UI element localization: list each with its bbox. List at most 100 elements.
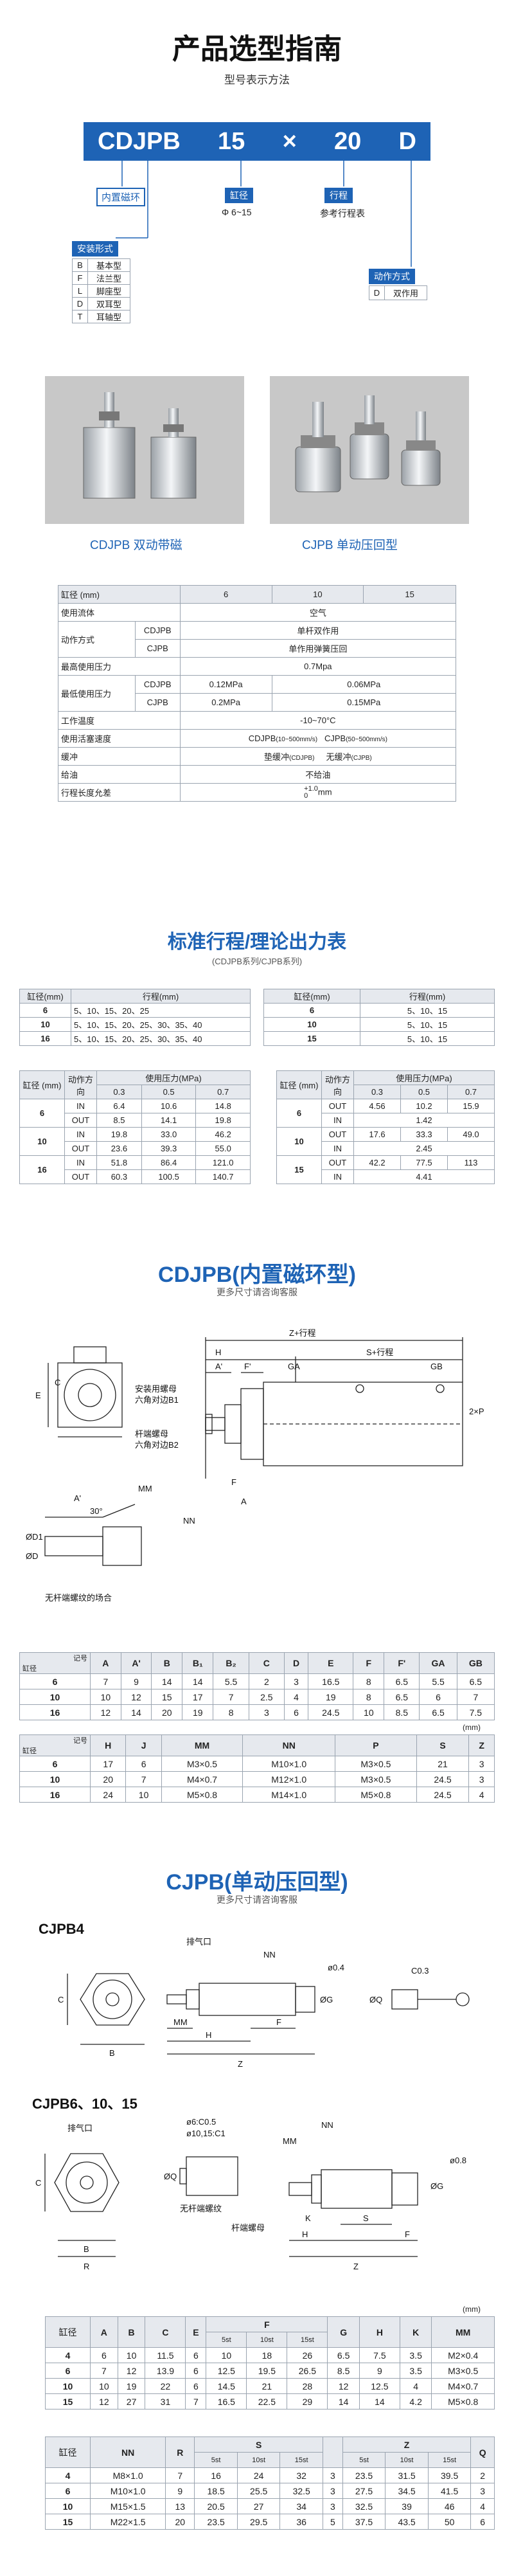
- th: Z: [342, 2436, 472, 2453]
- td: 9: [165, 2483, 195, 2499]
- td: 8: [353, 1689, 385, 1705]
- note-rod-nut: 杆端螺母: [135, 1429, 168, 1439]
- th: 0.3: [96, 1085, 142, 1099]
- th: Q: [470, 2436, 495, 2468]
- td: 6: [19, 1673, 91, 1689]
- th: 15st: [427, 2452, 472, 2468]
- td: 19: [117, 2378, 146, 2394]
- tol-unit: mm: [317, 786, 332, 797]
- cjpb6-z: Z: [353, 2262, 359, 2271]
- td: M22×1.5: [89, 2514, 166, 2530]
- td: 10: [19, 1771, 91, 1787]
- th: NN: [89, 2436, 166, 2468]
- note-rod-nut-b2: 六角对边B2: [135, 1440, 179, 1450]
- td: 22: [145, 2378, 186, 2394]
- td: 4: [470, 2498, 495, 2514]
- td: 14.5: [206, 2378, 247, 2394]
- td: 42.2: [353, 1155, 401, 1170]
- th: H: [359, 2316, 400, 2348]
- td: 29: [287, 2393, 328, 2409]
- td: 11.5: [145, 2347, 186, 2363]
- dim-d: ØD: [26, 1551, 39, 1561]
- td: 16: [194, 2467, 238, 2483]
- td: 3: [468, 1756, 495, 1772]
- cjpb4-f: F: [276, 2017, 281, 2027]
- td: 24.5: [308, 1704, 354, 1720]
- product-photo-cjpb: [270, 376, 469, 524]
- td: 12: [327, 2378, 360, 2394]
- td: 10: [45, 2498, 91, 2514]
- th: 缸径 (mm): [19, 1070, 65, 1099]
- td: 19.8: [195, 1113, 251, 1128]
- td: M10×1.0: [242, 1756, 336, 1772]
- td: 6: [470, 2514, 495, 2530]
- dim-f1: F': [244, 1362, 251, 1371]
- spec-bore-header: 缸径 (mm): [58, 585, 181, 604]
- td: 3: [322, 2498, 343, 2514]
- td: 7: [456, 1689, 495, 1705]
- cjpb4-c03: C0.3: [411, 1966, 429, 1976]
- td: 19: [308, 1689, 354, 1705]
- td: 29.5: [236, 2514, 281, 2530]
- model-code-leaders: [116, 161, 412, 267]
- cjpb6-nut: 杆端螺母: [231, 2223, 265, 2233]
- stroke-note: 参考行程表: [320, 208, 365, 219]
- spec-model: CDJPB: [134, 675, 181, 694]
- th: B₂: [213, 1652, 249, 1674]
- th: [322, 2436, 343, 2468]
- td: 2: [470, 2467, 495, 2483]
- th: 记号缸径: [19, 1652, 91, 1674]
- td: IN: [321, 1113, 354, 1128]
- td: IN: [64, 1155, 97, 1170]
- td: 34: [279, 2498, 323, 2514]
- td: 12: [117, 2363, 146, 2379]
- spec-model: CJPB: [134, 693, 181, 712]
- td: 121.0: [195, 1155, 251, 1170]
- spec-value: 垫缓冲(CDJPB) 无缓冲(CJPB): [179, 747, 457, 766]
- cushion-b: 无缓冲: [326, 752, 351, 762]
- spec-label: 缓冲: [58, 747, 181, 766]
- td: 26: [287, 2347, 328, 2363]
- stroke-label: 行程: [324, 188, 353, 203]
- spec-label: 使用活塞速度: [58, 729, 181, 748]
- td: 39.3: [141, 1141, 197, 1156]
- td: 7: [213, 1689, 249, 1705]
- td: 9: [120, 1673, 152, 1689]
- td: 33.0: [141, 1127, 197, 1142]
- td: M10×1.0: [89, 2483, 166, 2499]
- td: 21: [246, 2378, 288, 2394]
- stroke-section-subtitle: (CDJPB系列/CJPB系列): [211, 957, 303, 966]
- td: 17: [89, 1756, 127, 1772]
- td: 6: [19, 1756, 91, 1772]
- td: 23.6: [96, 1141, 142, 1156]
- td: M15×1.5: [89, 2498, 166, 2514]
- td: 32.5: [342, 2498, 386, 2514]
- th: 缸径 (mm): [276, 1070, 322, 1099]
- td: IN: [321, 1169, 354, 1184]
- td: 8.5: [384, 1704, 420, 1720]
- cjpb4-vent: 排气口: [186, 1937, 211, 1947]
- td: 14: [327, 2393, 360, 2409]
- td: 6: [419, 1689, 457, 1705]
- th: F: [353, 1652, 385, 1674]
- td: 3: [248, 1704, 285, 1720]
- dim-a1: A': [215, 1362, 222, 1371]
- td: 3: [322, 2483, 343, 2499]
- note-mount-nut-b1: 六角对边B1: [135, 1395, 179, 1405]
- td: 21: [416, 1756, 470, 1772]
- td: 7: [125, 1771, 162, 1787]
- td: 3: [283, 1673, 309, 1689]
- th: E: [308, 1652, 354, 1674]
- td: 10: [276, 1127, 322, 1156]
- cjpb4-label: CJPB4: [39, 1921, 85, 1937]
- td: 5、10、15、20、25: [71, 1003, 251, 1018]
- th: B: [151, 1652, 183, 1674]
- td: 19.8: [96, 1127, 142, 1142]
- unit-label: (mm): [463, 2305, 481, 2314]
- td: 10: [19, 1127, 65, 1156]
- magnet-label: 内置磁环: [96, 188, 146, 206]
- td: 2: [248, 1673, 285, 1689]
- cjpb6-r: R: [84, 2262, 89, 2271]
- td: 13: [165, 2498, 195, 2514]
